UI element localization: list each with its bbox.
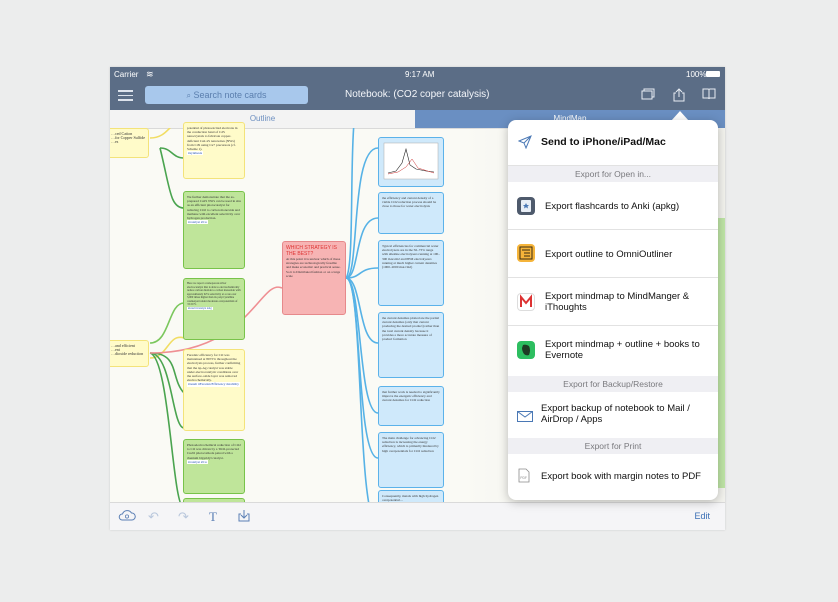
section-header-print: Export for Print <box>508 438 718 454</box>
note-card[interactable]: that further work is needed to significa… <box>378 386 444 426</box>
send-label: Send to iPhone/iPad/Mac <box>541 136 666 148</box>
note-card[interactable]: Faradaic efficiency for CO was maintaine… <box>183 349 245 431</box>
status-bar: Carrier ≋ 9:17 AM 100% <box>110 67 725 82</box>
mindmanager-icon <box>517 293 535 311</box>
note-card[interactable]: the current densities plotted are the pa… <box>378 312 444 378</box>
redo-icon[interactable]: ↷ <box>178 509 189 524</box>
export-backup-row[interactable]: Export backup of notebook to Mail / AirD… <box>508 392 718 438</box>
search-placeholder: Search note cards <box>193 90 267 100</box>
popover-arrow <box>671 111 689 121</box>
anki-icon <box>517 197 535 215</box>
notebook-title: Notebook: (CO2 coper catalysis) <box>345 89 490 100</box>
wifi-icon: ≋ <box>146 69 154 79</box>
section-header-backup: Export for Backup/Restore <box>508 376 718 392</box>
export-pdf-row[interactable]: PDF Export book with margin notes to PDF <box>508 454 718 500</box>
battery-icon <box>706 71 720 77</box>
share-icon[interactable] <box>672 88 686 102</box>
note-card[interactable]: We further demonstrate that the as-prepa… <box>183 191 245 269</box>
export-evernote-label: Export mindmap + outline + books to Ever… <box>545 339 700 361</box>
pdf-file-icon: PDF <box>518 468 530 488</box>
question-card[interactable]: WHICH STRATEGY IS THE BEST? At this poin… <box>282 241 346 315</box>
note-card[interactable]: …and efficient …ent …dioxide reduction <box>110 340 149 367</box>
carrier-label: Carrier <box>114 70 139 79</box>
note-card[interactable]: Here we report a nanoporous silver elect… <box>183 278 245 340</box>
battery-percent: 100% <box>686 70 707 79</box>
note-card[interactable]: Typical efficiencies for commercial wate… <box>378 240 444 306</box>
undo-icon[interactable]: ↶ <box>148 509 159 524</box>
search-field[interactable]: ⌕ Search note cards <box>145 86 308 104</box>
paper-plane-icon <box>517 135 532 154</box>
search-icon: ⌕ <box>186 91 191 100</box>
note-tags: #result #catalyst #Ag <box>187 306 213 310</box>
note-card-edge <box>715 218 725 488</box>
export-anki-row[interactable]: Export flashcards to Anki (apkg) <box>508 182 718 230</box>
note-card[interactable]: potential of photoexcited electrons in t… <box>183 122 245 179</box>
export-anki-label: Export flashcards to Anki (apkg) <box>545 201 680 212</box>
export-mindmanager-row[interactable]: Export mindmap to MindManger & iThoughts <box>508 278 718 326</box>
share-popover: Send to iPhone/iPad/Mac Export for Open … <box>508 120 718 500</box>
export-omnioutliner-row[interactable]: Export outline to OmniOutliner <box>508 230 718 278</box>
text-format-icon[interactable]: T <box>209 509 217 524</box>
svg-text:PDF: PDF <box>520 476 527 480</box>
note-text: Faradaic efficiency for CO was maintaine… <box>187 353 241 383</box>
note-tags: #catalyst #Cu <box>187 220 208 225</box>
book-icon[interactable] <box>702 88 716 102</box>
mindmap-connectors <box>149 128 379 502</box>
note-card[interactable]: Photoelectrochemical reduction of CO2 to… <box>183 439 245 494</box>
question-title: WHICH STRATEGY IS THE BEST? <box>286 245 337 257</box>
plot-thumbnail <box>383 142 439 180</box>
note-text: Here we report a nanoporous silver elect… <box>187 282 241 306</box>
note-text: At this point it is unclear which of the… <box>286 257 341 278</box>
note-tags: #result #FaradaicEfficiency #stability <box>187 382 240 387</box>
note-text: We further demonstrate that the as-prepa… <box>187 195 241 221</box>
bottom-toolbar: ↶ ↷ T Edit <box>110 502 725 530</box>
export-omni-label: Export outline to OmniOutliner <box>545 249 673 260</box>
note-card[interactable]: The main challenge for advancing CO2 red… <box>378 432 444 488</box>
image-card[interactable] <box>378 137 444 187</box>
note-card[interactable]: …ced Cation …for Copper Sulfide …es <box>110 128 149 158</box>
export-backup-label: Export backup of notebook to Mail / AirD… <box>541 403 690 425</box>
export-pdf-label: Export book with margin notes to PDF <box>541 471 701 482</box>
clock: 9:17 AM <box>405 70 435 79</box>
omnioutliner-icon <box>517 244 535 262</box>
note-tags: #catalyst #Cu <box>187 459 208 465</box>
note-text: Photoelectrochemical reduction of CO2 to… <box>187 443 241 460</box>
send-to-device-row[interactable]: Send to iPhone/iPad/Mac <box>508 120 718 166</box>
note-tags: #synthesis <box>187 151 204 156</box>
menu-icon[interactable] <box>118 90 133 101</box>
export-mindmanager-label: Export mindmap to MindManger & iThoughts <box>545 291 690 313</box>
section-header-open-in: Export for Open in... <box>508 166 718 182</box>
nav-bar: ⌕ Search note cards Notebook: (CO2 coper… <box>110 82 725 110</box>
import-icon[interactable] <box>238 509 250 525</box>
note-card[interactable]: the efficiency and current density of a … <box>378 192 444 234</box>
evernote-icon <box>517 341 535 359</box>
mail-icon <box>517 409 533 427</box>
cloud-sync-icon[interactable] <box>118 509 136 524</box>
tab-outline[interactable]: Outline <box>249 114 276 123</box>
cards-icon[interactable] <box>641 88 655 102</box>
edit-button[interactable]: Edit <box>694 511 710 521</box>
note-text: potential of photoexcited electrons in t… <box>187 126 238 152</box>
export-evernote-row[interactable]: Export mindmap + outline + books to Ever… <box>508 326 718 376</box>
